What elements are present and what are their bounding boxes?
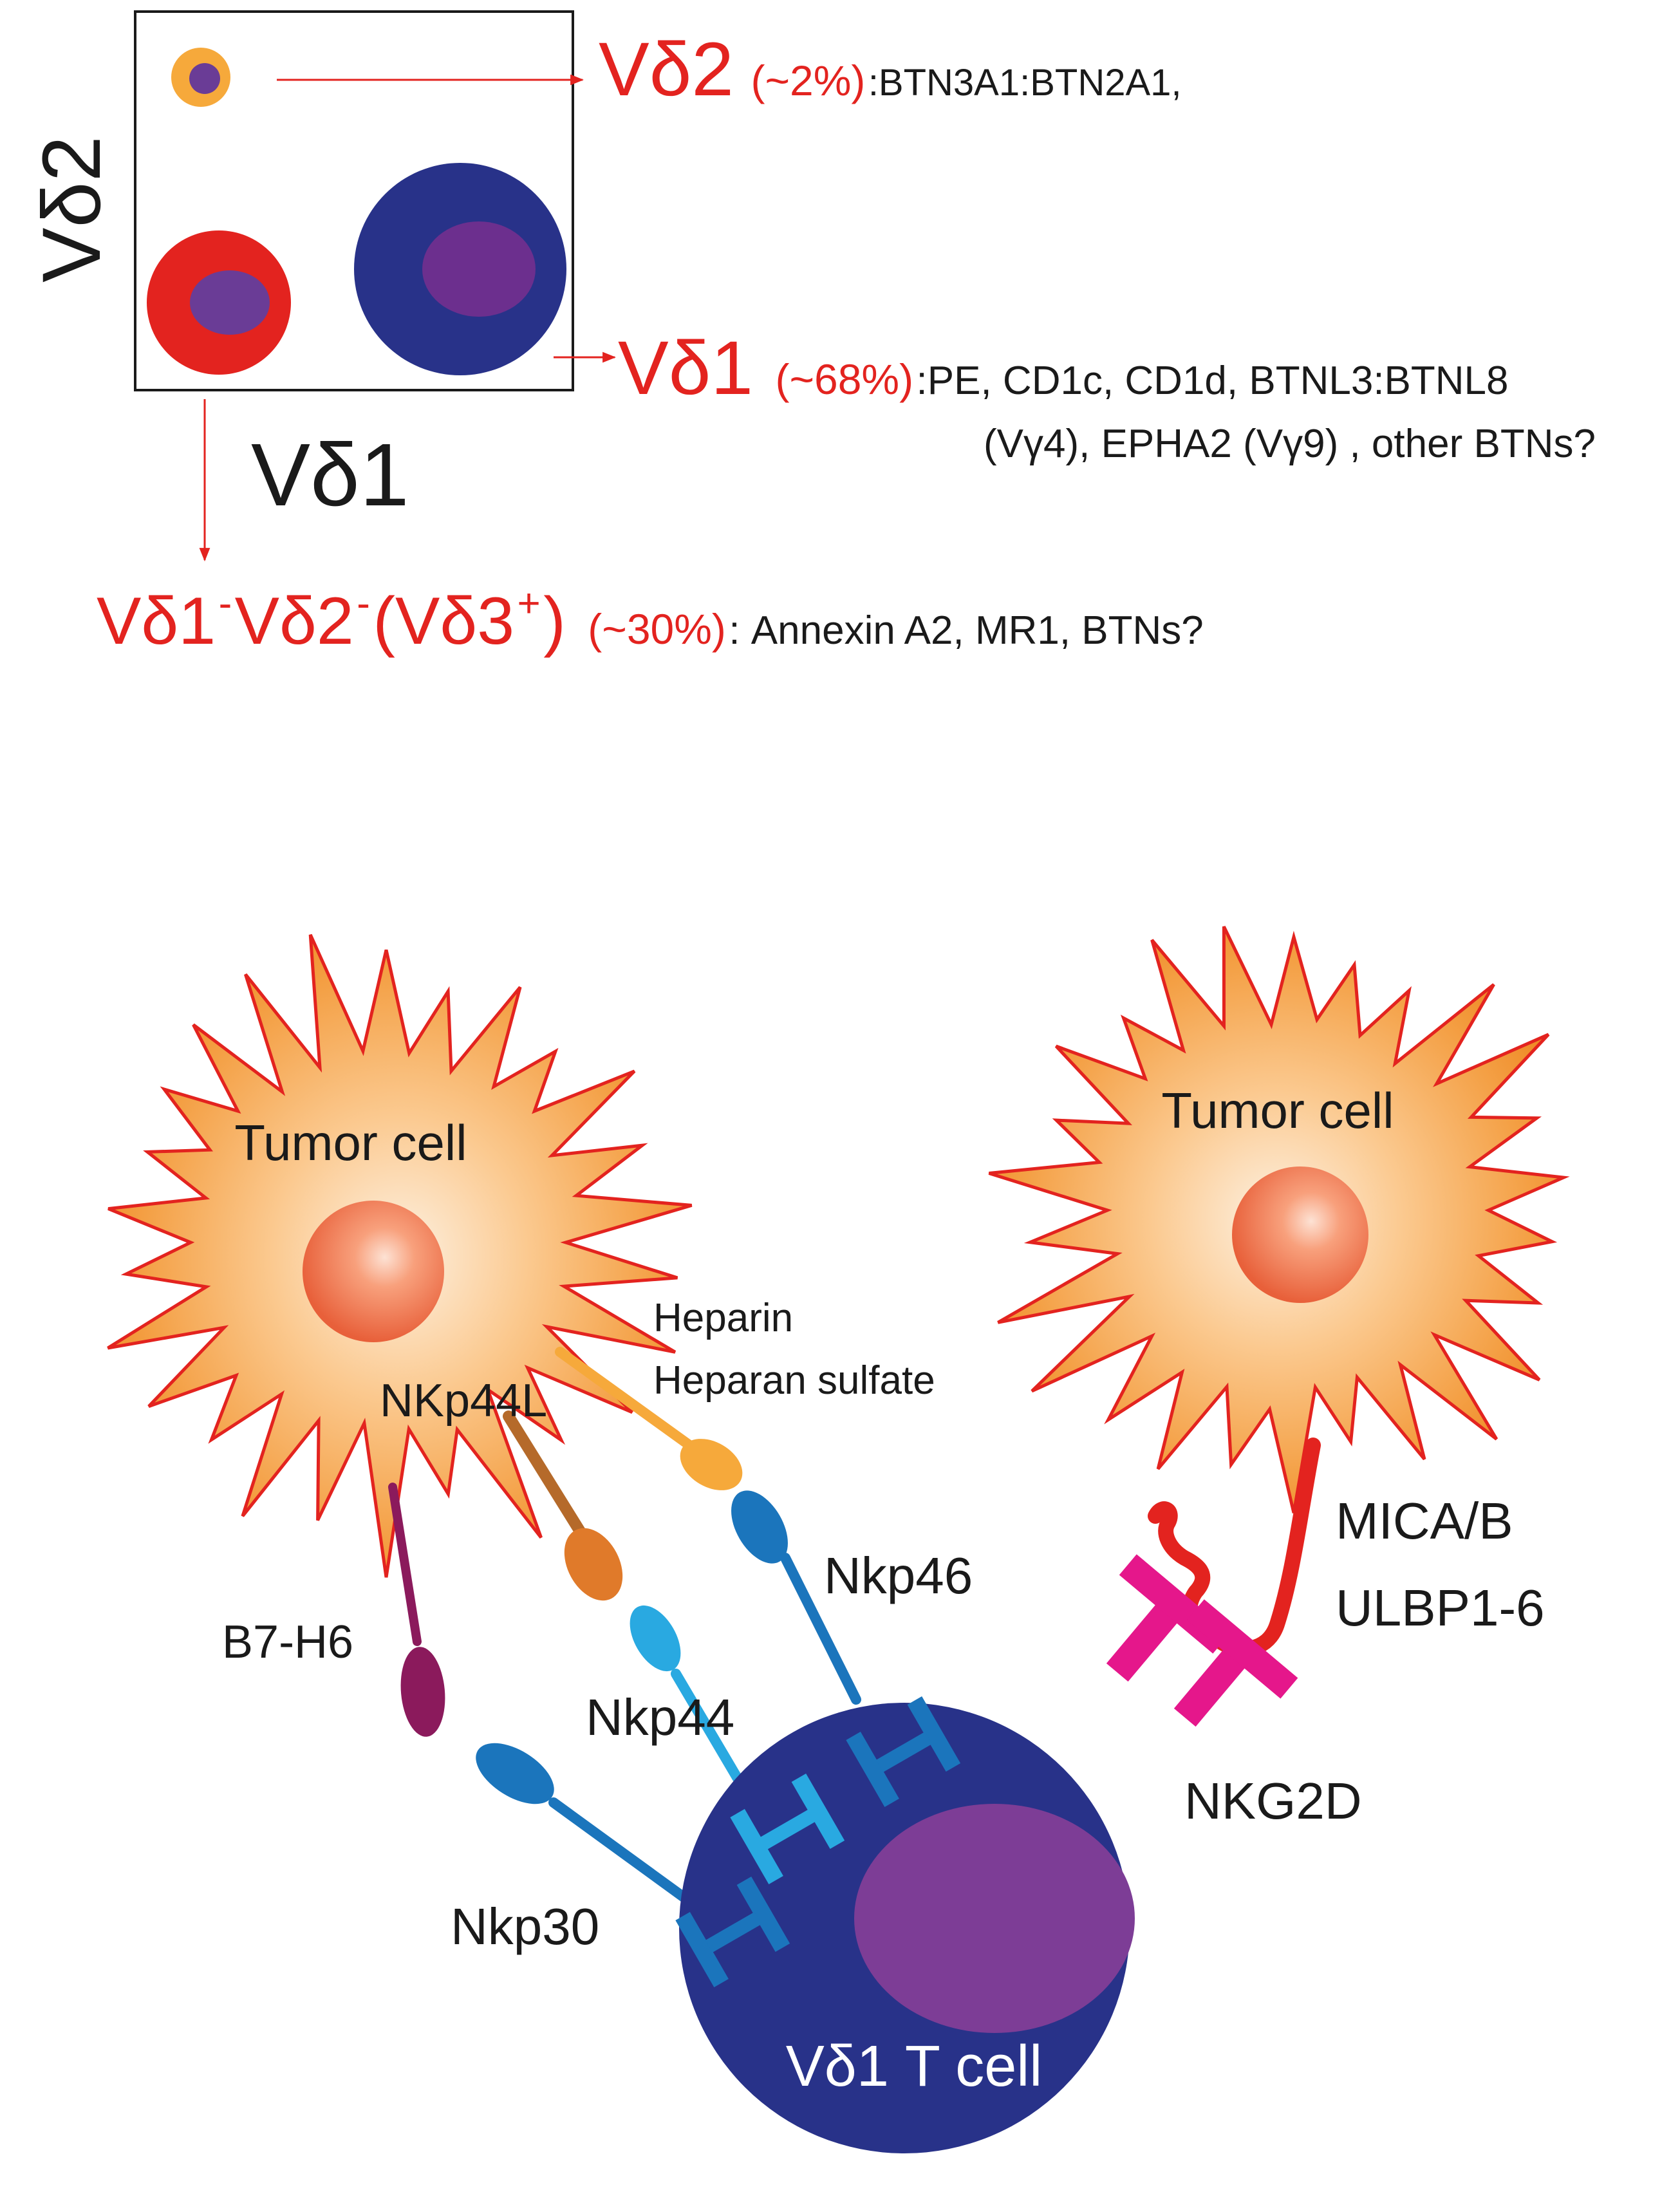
nkp46-label: Nkp46 bbox=[824, 1547, 973, 1604]
double-negative-population-dot bbox=[147, 230, 291, 375]
vd1-t-cell-nucleus bbox=[854, 1804, 1135, 2033]
nkp30-receptor bbox=[476, 1743, 700, 1911]
tumor-cell-right-label: Tumor cell bbox=[1161, 1082, 1394, 1139]
x-axis-label: Vδ1 bbox=[251, 426, 409, 525]
mica-b-label: MICA/B bbox=[1336, 1492, 1513, 1550]
vd3-subset-line: Vδ1 - Vδ2 - (Vδ3 + ) (~30%) : Annexin A2… bbox=[97, 581, 1204, 659]
vd1-subset-line: Vδ1 (~68%) :PE, CD1c, CD1d, BTNL3:BTNL8 bbox=[618, 326, 1509, 411]
vd1-population-dot bbox=[354, 163, 566, 375]
b7h6-ligand bbox=[388, 1483, 445, 1737]
vd1-t-cell: Vδ1 T cell bbox=[679, 1703, 1135, 2153]
flow-plot: Vδ2 Vδ1 bbox=[26, 10, 574, 525]
nkp44-dock bbox=[730, 1774, 845, 1884]
tumor-cell-right-nucleus bbox=[1232, 1166, 1368, 1303]
vd1-subset-name: Vδ1 bbox=[618, 326, 753, 411]
heparan-sulfate-label: Heparan sulfate bbox=[653, 1358, 935, 1403]
vd3-subset-percent: (~30%) bbox=[588, 605, 726, 653]
vd2-subset-percent: (~2%) bbox=[751, 57, 865, 104]
nkp30-dock bbox=[675, 1877, 790, 1987]
vd1-t-cell-label: Vδ1 T cell bbox=[786, 2034, 1043, 2099]
tumor-cell-left-nucleus bbox=[303, 1201, 444, 1342]
vd2-subset-line: Vδ2 (~2%) :BTN3A1:BTN2A1, bbox=[599, 27, 1182, 112]
vd2-subset-ligands: :BTN3A1:BTN2A1, bbox=[868, 62, 1182, 104]
flow-plot-frame bbox=[134, 10, 574, 391]
nkp44l-ligand bbox=[503, 1410, 623, 1601]
heparin-label: Heparin bbox=[653, 1296, 793, 1340]
vd2-subset-name: Vδ2 bbox=[599, 27, 734, 112]
vd1-subset-ligands-line2: (Vγ4), EPHA2 (Vγ9) , other BTNs? bbox=[984, 422, 1596, 466]
ulbp-label: ULBP1-6 bbox=[1336, 1579, 1545, 1636]
vd2-population-dot bbox=[171, 48, 230, 107]
heparin-ligand bbox=[555, 1347, 743, 1490]
vd3-subset-ligands: : Annexin A2, MR1, BTNs? bbox=[729, 608, 1203, 653]
nkg2d-label: NKG2D bbox=[1184, 1772, 1362, 1830]
b7h6-label: B7-H6 bbox=[222, 1616, 353, 1668]
nkg2d-receptor bbox=[1106, 1554, 1298, 1727]
nkp46-dock bbox=[846, 1696, 961, 1807]
nkp44l-label: NKp44L bbox=[380, 1375, 547, 1427]
nkp30-label: Nkp30 bbox=[451, 1898, 599, 1955]
y-axis-label: Vδ2 bbox=[26, 136, 118, 283]
tumor-cell-left: Tumor cell bbox=[107, 933, 693, 1578]
nkp46-receptor bbox=[731, 1490, 861, 1705]
tumor-cell-left-label: Tumor cell bbox=[234, 1114, 467, 1171]
vd1-subset-ligands-line1: :PE, CD1c, CD1d, BTNL3:BTNL8 bbox=[917, 359, 1509, 403]
nkp44-label: Nkp44 bbox=[586, 1689, 734, 1746]
vd1-subset-percent: (~68%) bbox=[775, 355, 913, 403]
tumor-cell-right: Tumor cell bbox=[988, 926, 1570, 1513]
